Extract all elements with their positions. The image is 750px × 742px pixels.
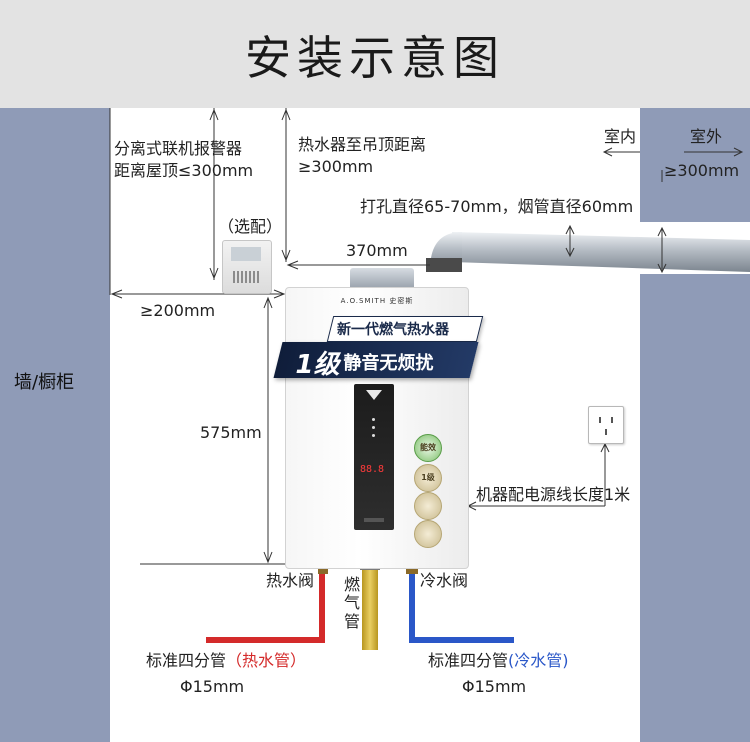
alarm-device <box>222 240 272 294</box>
gas-pipe <box>362 566 378 650</box>
left-wall <box>0 108 110 742</box>
alarm-label-line2: 距离屋顶≤300mm <box>114 161 254 180</box>
alarm-screen <box>231 247 261 261</box>
gas-pipe-label: 燃气管 <box>344 575 361 631</box>
hot-pipe-type: （热水管） <box>226 651 307 670</box>
hot-pipe-diameter: Φ15mm <box>180 677 245 696</box>
alarm-label-line1: 分离式联机报警器 <box>114 139 243 158</box>
badge-level: 1级 静音无烦扰 <box>273 342 479 380</box>
flue-pipe-horizontal <box>452 232 750 272</box>
flue-collar <box>426 258 462 272</box>
outdoor-label: 室外 <box>690 127 723 146</box>
power-socket-icon <box>588 406 624 444</box>
feature-badge-icon-2 <box>414 520 442 548</box>
ceiling-label-line2: ≥300mm <box>298 157 374 176</box>
height-label: 575mm <box>200 423 262 442</box>
page-title: 安装示意图 <box>245 31 505 85</box>
cold-pipe-label: 标准四分管(冷水管) <box>428 651 569 670</box>
cold-water-pipe <box>409 568 514 643</box>
level-badge-icon: 1级 <box>414 464 442 492</box>
hole-spec-label: 打孔直径65-70mm，烟管直径60mm <box>360 197 634 216</box>
hot-water-pipe <box>206 568 325 643</box>
brand-logo: A.O.SMITH 史密斯 <box>340 297 414 305</box>
wall-label: 墙/橱柜 <box>14 372 75 393</box>
energy-label-icon: 能效 <box>414 434 442 462</box>
side-clearance-label: ≥200mm <box>140 301 216 320</box>
cold-valve-label: 冷水阀 <box>420 571 469 590</box>
panel-logo-icon <box>366 390 382 400</box>
control-panel: 88.8 <box>354 384 394 530</box>
alarm-grill <box>233 271 261 283</box>
cold-pipe-type: (冷水管) <box>508 651 569 670</box>
hot-pipe-label: 标准四分管（热水管） <box>146 651 307 670</box>
outdoor-clearance: ≥300mm <box>664 161 740 180</box>
alarm-optional-label: （选配） <box>218 217 283 236</box>
flue-outlet <box>350 268 414 288</box>
cold-pipe-diameter: Φ15mm <box>462 677 527 696</box>
power-cord-label: 机器配电源线长度1米 <box>476 485 631 504</box>
flue-length-label: 370mm <box>346 241 408 260</box>
hot-valve-label: 热水阀 <box>266 571 315 590</box>
temperature-display: 88.8 <box>360 464 385 475</box>
right-wall <box>640 108 750 742</box>
ceiling-label-line1: 热水器至吊顶距离 <box>298 135 427 154</box>
feature-badge-icon <box>414 492 442 520</box>
badge-new-generation: 新一代燃气热水器 <box>326 316 484 342</box>
indoor-label: 室内 <box>604 127 637 146</box>
level-text: 1级 <box>295 350 340 380</box>
water-heater: A.O.SMITH 史密斯 新一代燃气热水器 1级 静音无烦扰 88.8 能效 … <box>273 287 484 569</box>
silent-text: 静音无烦扰 <box>343 353 434 374</box>
header-bar: 安装示意图 <box>0 0 750 108</box>
